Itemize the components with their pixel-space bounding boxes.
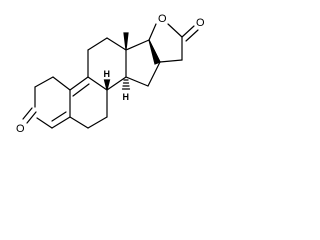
bond: [147, 61, 161, 87]
bond: [87, 116, 108, 129]
bond: [87, 37, 108, 51]
bond: [51, 111, 67, 122]
bond: [72, 83, 90, 97]
bond: [69, 76, 89, 91]
ring-b: [69, 76, 108, 129]
bond: [159, 59, 183, 63]
bond: [185, 29, 199, 42]
ketone-group: O: [16, 107, 37, 135]
bond: [181, 25, 195, 38]
chemical-structure: O H H: [16, 13, 205, 135]
c8-hydrogen-label: H: [104, 69, 111, 79]
methyl-wedge-bond: [123, 32, 129, 51]
bond: [52, 76, 71, 91]
bond: [26, 111, 37, 124]
c14-hydrogen-label: H: [123, 92, 130, 102]
c8-hydrogen-wedge-bond: [103, 79, 111, 91]
bond: [106, 76, 127, 91]
bond: [69, 116, 89, 129]
ring-a: [34, 76, 71, 129]
ring-c: [87, 37, 127, 91]
bond: [87, 76, 108, 91]
ring-oxygen-label: O: [158, 13, 167, 25]
bond: [148, 23, 157, 41]
bond: [36, 117, 53, 129]
bond: [167, 23, 183, 38]
spiro-wedge-bond: [148, 39, 161, 65]
spiro-lactone-ring: [148, 23, 199, 63]
bond: [125, 76, 149, 87]
ketone-oxygen-label: O: [16, 123, 25, 135]
bond: [34, 76, 54, 88]
bond: [51, 116, 71, 129]
bond: [125, 39, 150, 51]
c14-hydrogen-hashed-bond: [121, 79, 131, 90]
lactone-carbonyl-oxygen-label: O: [196, 17, 205, 29]
bond: [22, 107, 33, 120]
bond: [106, 37, 127, 51]
